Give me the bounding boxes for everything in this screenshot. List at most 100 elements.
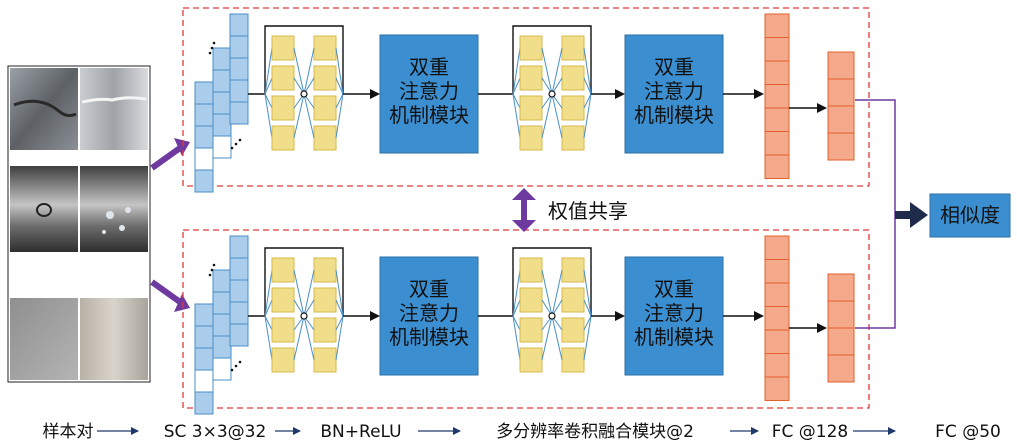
- module-label-line: 机制模块: [634, 103, 714, 127]
- conv-cell: [561, 65, 585, 91]
- fc128-cell: [764, 376, 790, 401]
- feature-map-cell: [229, 257, 249, 281]
- feature-map-cell: [212, 269, 232, 293]
- feature-map-cell: [212, 313, 232, 337]
- fc128-cell: [764, 259, 790, 284]
- module-label-line: 注意力: [644, 301, 704, 325]
- legend-item: BN+ReLU: [320, 422, 401, 442]
- conv-cell: [313, 95, 337, 121]
- feature-map-cell: [229, 35, 249, 59]
- feature-map-cell: [212, 335, 232, 359]
- sample-pair-images: [7, 65, 151, 383]
- input-arrows: [150, 138, 190, 312]
- feature-map-cell: [212, 357, 232, 381]
- feature-map-cell: [229, 301, 249, 325]
- sample-image-flat-light: [80, 298, 148, 380]
- fc128-cell: [764, 154, 790, 179]
- legend-item: 样本对: [43, 422, 94, 442]
- feature-map-cell: [212, 113, 232, 137]
- fc50-cell: [827, 78, 855, 107]
- conv-cell: [271, 317, 295, 343]
- conv-cell: [519, 287, 543, 313]
- ellipsis-dot: [234, 142, 238, 146]
- conv-cell: [561, 317, 585, 343]
- fc128-cell: [764, 235, 790, 260]
- fc50-cell: [827, 327, 855, 356]
- fc50-cell: [827, 300, 855, 329]
- module-label-line: 机制模块: [634, 325, 714, 349]
- feature-map-cell: [229, 279, 249, 303]
- feature-map-cell: [212, 291, 232, 315]
- similarity-label: 相似度: [940, 203, 1000, 227]
- module-label-line: 机制模块: [389, 325, 469, 349]
- fc50-cell: [827, 273, 855, 302]
- ellipsis-dot: [208, 51, 212, 55]
- conv-cell: [313, 125, 337, 151]
- skip-connection: [264, 247, 344, 316]
- conv-cell: [561, 125, 585, 151]
- ellipsis-dot: [208, 273, 212, 277]
- legend-item: SC 3×3@32: [164, 422, 267, 442]
- weight-sharing: 权值共享: [512, 188, 628, 232]
- feature-map-cell: [194, 347, 214, 371]
- skip-connection: [512, 247, 592, 316]
- module-label-line: 注意力: [644, 79, 704, 103]
- conv-cell: [561, 95, 585, 121]
- conv-cell: [519, 95, 543, 121]
- module-label-line: 注意力: [399, 79, 459, 103]
- conv-cell: [519, 125, 543, 151]
- feature-map-cell: [194, 391, 214, 415]
- fusion-node: [300, 90, 308, 98]
- feature-map-cell: [229, 13, 249, 37]
- fusion-node: [548, 312, 556, 320]
- conv-cell: [519, 317, 543, 343]
- fc50-cell: [827, 51, 855, 80]
- conv-cell: [313, 317, 337, 343]
- conv-cell: [313, 347, 337, 373]
- fc128-cell: [764, 306, 790, 331]
- fc128-cell: [764, 107, 790, 132]
- legend-item: FC @128: [772, 422, 849, 442]
- feature-map-cell: [229, 79, 249, 103]
- conv-cell: [271, 287, 295, 313]
- module-label-line: 双重: [654, 55, 694, 79]
- conv-cell: [519, 347, 543, 373]
- conv-cell: [561, 347, 585, 373]
- conv-cell: [519, 257, 543, 283]
- feature-map-cell: [229, 235, 249, 259]
- feature-map-cell: [194, 81, 214, 105]
- feature-map-cell: [194, 303, 214, 327]
- conv-cell: [271, 125, 295, 151]
- branch-frame: [182, 7, 870, 187]
- feature-map-cell: [229, 57, 249, 81]
- feature-map-cell: [194, 103, 214, 127]
- ellipsis-dot: [234, 364, 238, 368]
- conv-cell: [519, 35, 543, 61]
- skip-connection: [264, 25, 344, 94]
- dual-attention-module-2: [624, 256, 724, 376]
- module-label-line: 双重: [409, 55, 449, 79]
- ellipsis-dot: [210, 46, 214, 50]
- weight-sharing-label: 权值共享: [548, 199, 628, 223]
- ellipsis-dot: [230, 368, 234, 372]
- fusion-node: [300, 312, 308, 320]
- conv-cell: [271, 65, 295, 91]
- feature-map-cell: [212, 47, 232, 71]
- conv-cell: [313, 257, 337, 283]
- sample-image-flat-grey: [10, 298, 78, 380]
- skip-connection: [512, 25, 592, 94]
- conv-cell: [271, 257, 295, 283]
- similarity-box: [929, 193, 1011, 238]
- fc50-cell: [827, 354, 855, 383]
- feature-map-cell: [212, 135, 232, 159]
- module-label-line: 双重: [409, 277, 449, 301]
- ellipsis-dot: [212, 263, 216, 267]
- ellipsis-dot: [238, 360, 242, 364]
- legend-item: 多分辨率卷积融合模块@2: [496, 422, 694, 442]
- fc128-cell: [764, 353, 790, 378]
- fc50-cell: [827, 105, 855, 134]
